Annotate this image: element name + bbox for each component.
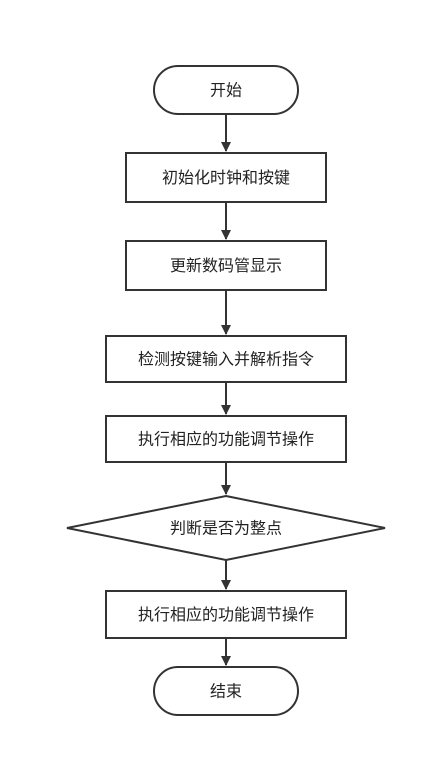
start-label: 开始	[210, 81, 242, 100]
detect-label: 检测按键输入并解析指令	[138, 350, 314, 369]
decision-node: 判断是否为整点	[66, 494, 386, 562]
detect-node: 检测按键输入并解析指令	[105, 335, 347, 383]
start-node: 开始	[153, 65, 299, 115]
exec1-label: 执行相应的功能调节操作	[138, 430, 314, 449]
decision-label: 判断是否为整点	[170, 519, 282, 538]
update-node: 更新数码管显示	[125, 240, 327, 291]
exec1-node: 执行相应的功能调节操作	[105, 415, 347, 463]
exec2-label: 执行相应的功能调节操作	[138, 605, 314, 624]
exec2-node: 执行相应的功能调节操作	[105, 590, 347, 639]
end-label: 结束	[210, 682, 242, 701]
update-label: 更新数码管显示	[170, 256, 282, 275]
init-label: 初始化时钟和按键	[162, 168, 290, 187]
end-node: 结束	[153, 666, 299, 716]
init-node: 初始化时钟和按键	[125, 152, 327, 203]
